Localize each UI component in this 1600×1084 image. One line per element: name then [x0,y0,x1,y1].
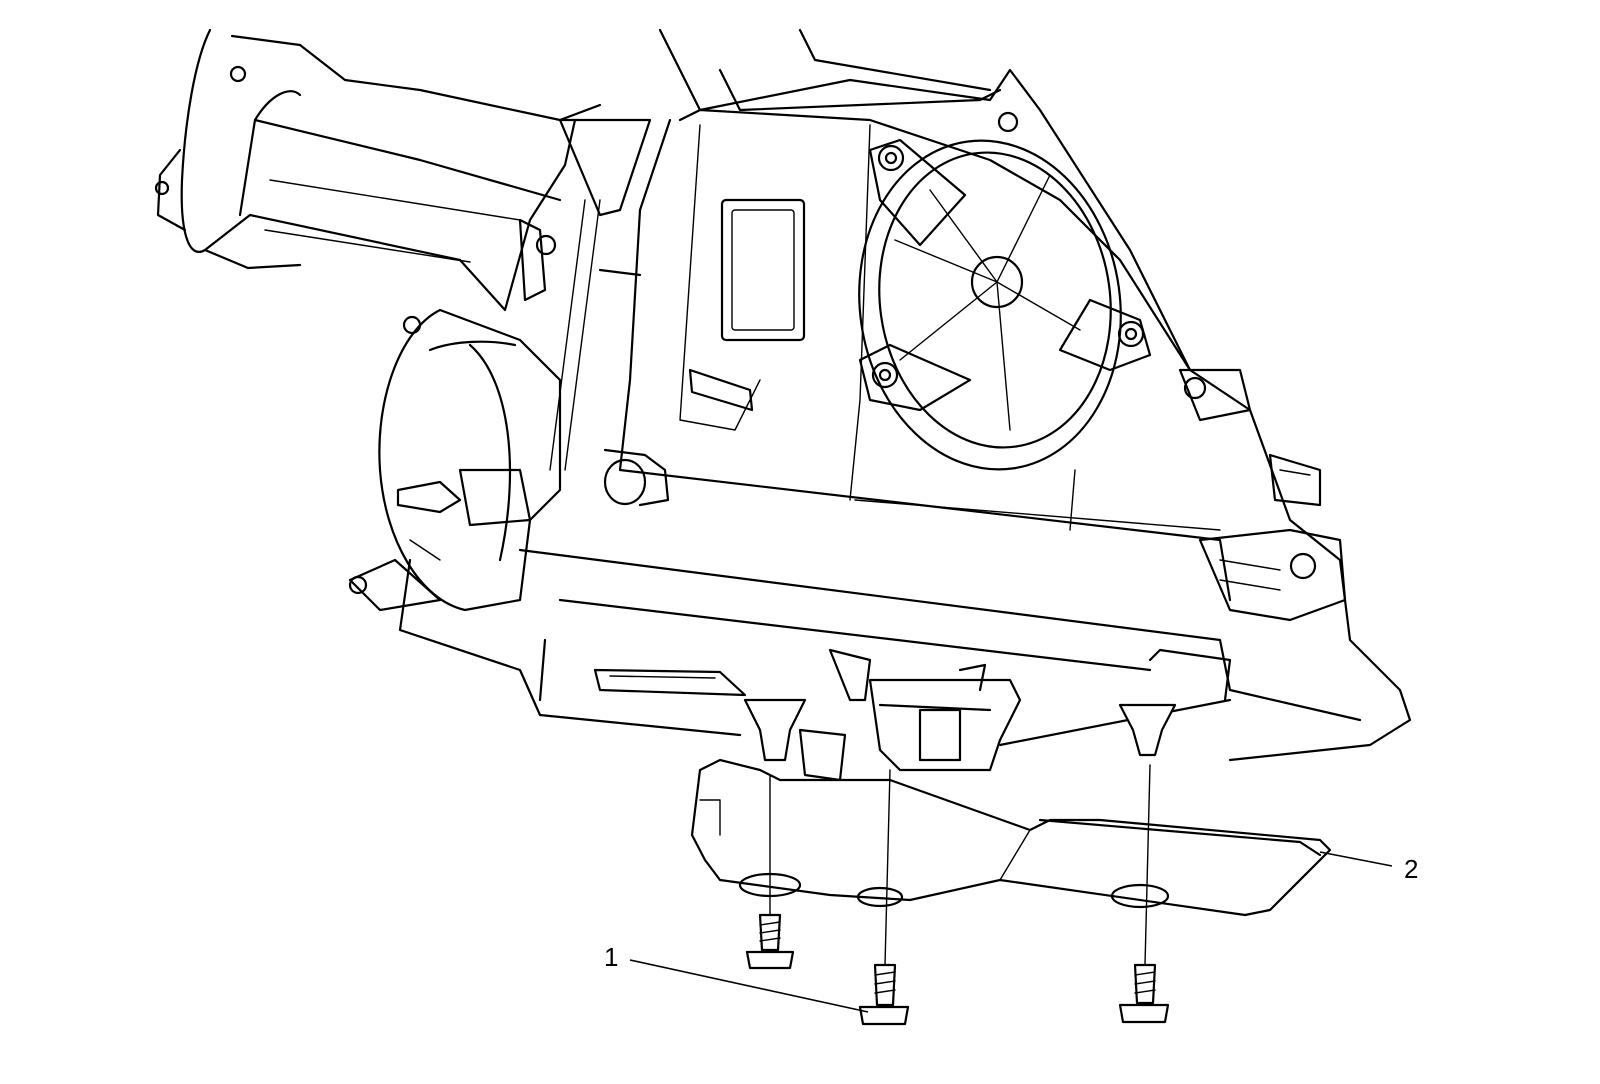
left-duct-housing [154,28,602,312]
electrical-connector [798,648,1022,782]
blower-fan-right [858,111,1252,471]
mounting-screw-left [745,774,795,970]
hvac-case-body [398,28,1412,762]
leader-line-2 [1319,851,1393,867]
mounting-screw-center [858,769,910,1026]
right-side-bracket [1198,453,1347,622]
callout-label-bracket: 2 [1404,854,1419,884]
blower-wheel-left [348,118,670,612]
mounting-screw-right [1118,764,1170,1024]
leader-line-1 [629,959,869,1013]
push-pin-retainers [743,698,1177,762]
callout-label-screw: 1 [604,942,619,972]
lower-bracket [690,758,1332,917]
